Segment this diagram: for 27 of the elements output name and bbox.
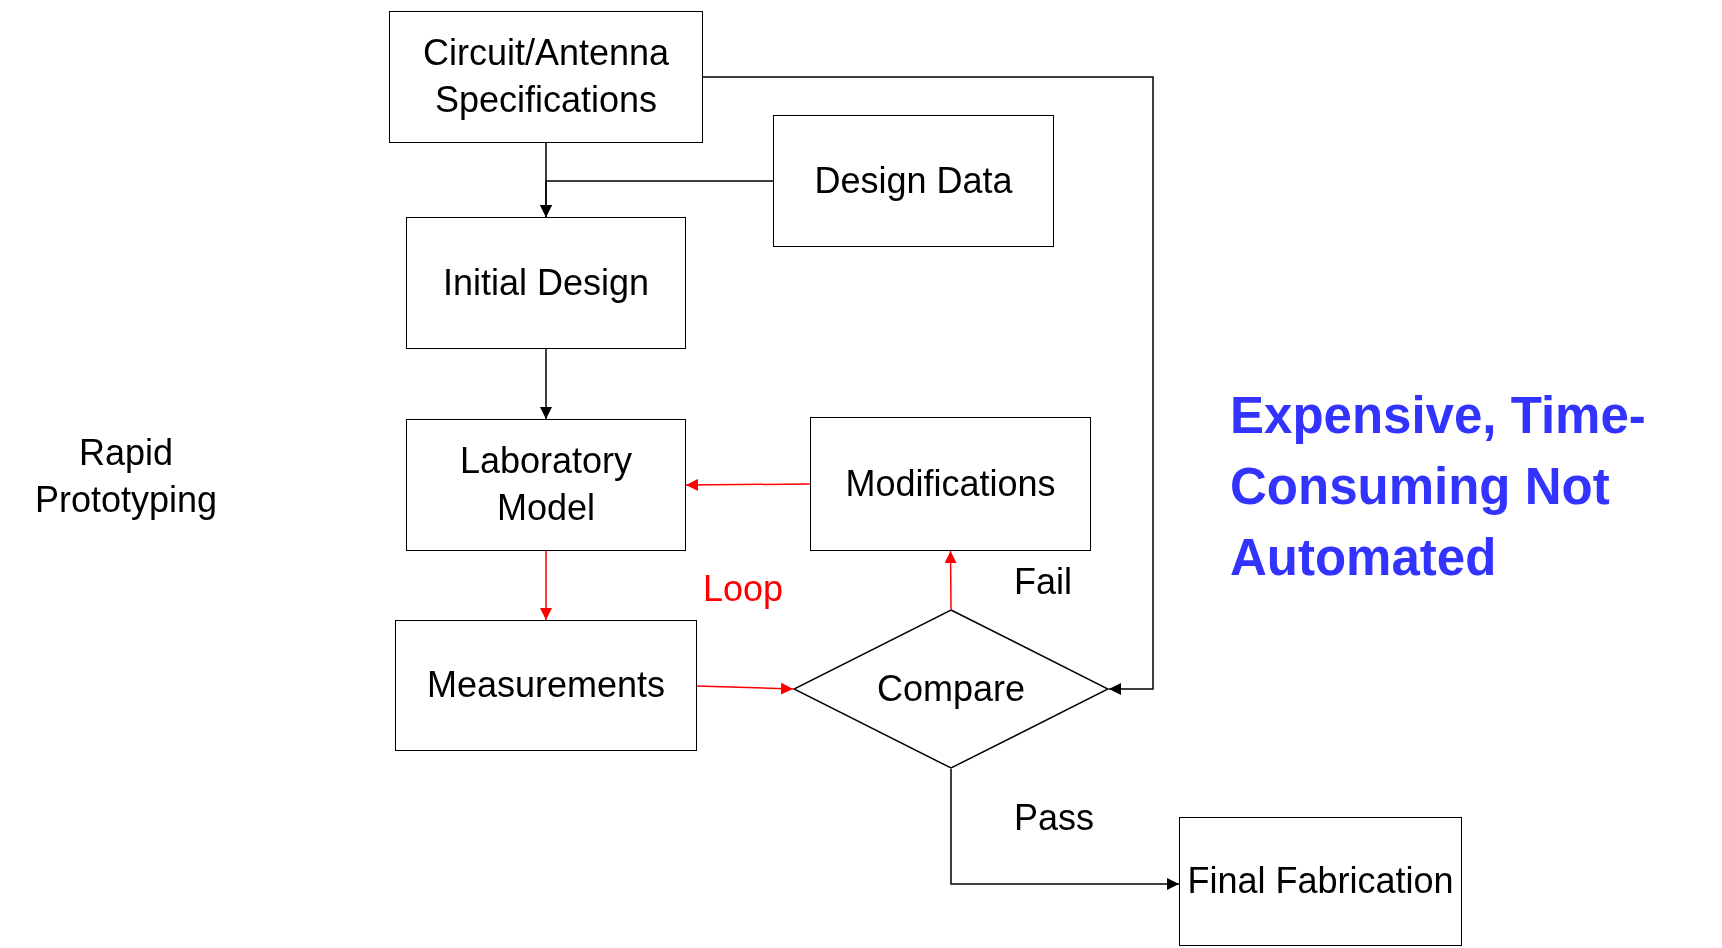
- arrow: [540, 180, 774, 218]
- arrow: [944, 550, 957, 610]
- arrow: [540, 550, 552, 621]
- arrow: [685, 478, 811, 491]
- node-text: Final Fabrication: [1187, 859, 1454, 904]
- loop-text: Loop: [703, 567, 785, 611]
- node-text: Design Data: [814, 158, 1013, 203]
- node-text: Laboratory Model: [458, 439, 634, 530]
- node-text: Compare: [876, 666, 1026, 711]
- process-box: [406, 217, 686, 349]
- node-text: Modifications: [845, 461, 1056, 506]
- arrow: [702, 76, 1154, 695]
- node-text: Initial Design: [442, 260, 650, 305]
- note-text: Expensive, Time-Consuming Not Automated: [1230, 386, 1647, 588]
- process-box: [810, 417, 1091, 551]
- decision-diamond: [793, 609, 1109, 769]
- process-box: [773, 115, 1054, 247]
- side-text: Rapid Prototyping: [33, 431, 219, 522]
- process-box: [1179, 817, 1462, 946]
- arrow: [950, 768, 1180, 890]
- node-text: Measurements: [426, 663, 666, 708]
- arrow: [540, 348, 552, 420]
- node-text: Circuit/Antenna Specifications: [421, 31, 671, 122]
- process-box: [395, 620, 697, 751]
- process-box: [389, 11, 703, 143]
- process-box: [406, 419, 686, 551]
- arrow: [696, 682, 794, 695]
